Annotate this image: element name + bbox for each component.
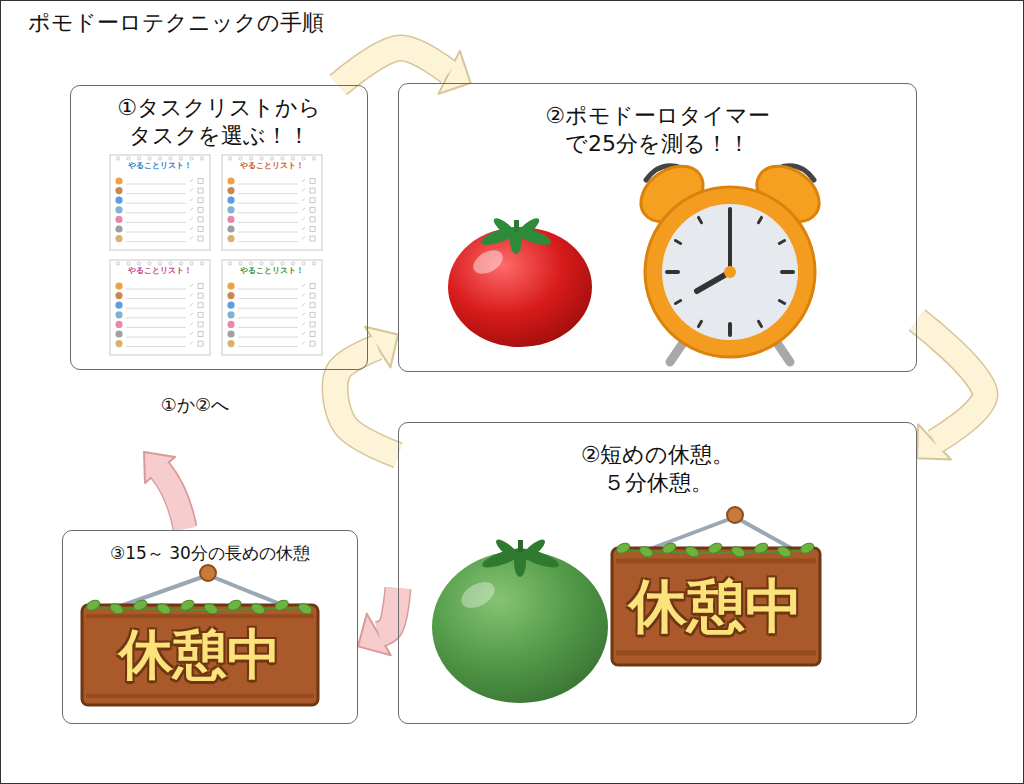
leaf — [132, 598, 148, 612]
leaf — [638, 545, 654, 559]
task-card — [222, 260, 322, 355]
arrow-outline — [379, 588, 398, 634]
leaf — [776, 545, 792, 559]
task-card — [222, 155, 322, 250]
rest-sign — [612, 507, 820, 665]
leaf — [85, 598, 101, 612]
list-title: やることリスト！ — [222, 161, 322, 171]
alarm-clock — [630, 155, 829, 362]
clock-tick — [667, 270, 678, 274]
leaf — [226, 598, 242, 612]
green-tomato — [432, 537, 608, 703]
task-card — [110, 260, 210, 355]
step-text: ①タスクリストから タスクを選ぶ！！ — [79, 94, 359, 149]
leaf — [250, 602, 266, 616]
clock-tick — [699, 321, 702, 326]
arrow-body — [379, 588, 398, 634]
step-text: ②短めの休憩。 ５分休憩。 — [548, 441, 768, 496]
arrow-outline — [338, 48, 449, 85]
tomato — [448, 215, 592, 347]
step-text: ③15～ 30分の長めの休憩 — [70, 543, 350, 564]
leaf — [661, 541, 677, 555]
step-box: ①タスクリストから タスクを選ぶ！！ — [70, 85, 368, 370]
sign-text: 休憩中 — [612, 573, 820, 640]
clock-tick — [779, 241, 784, 244]
return-arrow — [144, 452, 185, 529]
leaf — [615, 541, 631, 555]
clock-tick — [759, 217, 762, 222]
arrow-body — [338, 48, 449, 85]
flow-arrow — [358, 588, 398, 655]
leaf — [203, 602, 219, 616]
leaf — [799, 541, 815, 555]
list-title: やることリスト！ — [222, 266, 322, 276]
step-text: ②ポモドーロタイマー で25分を測る！！ — [508, 102, 808, 157]
leaf — [684, 545, 700, 559]
diagram-title: ポモドーロテクニックの手順 — [28, 10, 324, 36]
arrow-outline — [917, 320, 985, 442]
sign-text: 休憩中 — [82, 624, 318, 686]
leaf — [297, 602, 313, 616]
list-title: やることリスト！ — [110, 266, 210, 276]
leaf — [156, 602, 172, 616]
flow-arrow — [338, 48, 470, 94]
task-card — [110, 155, 210, 250]
clock-tick — [782, 270, 793, 274]
rest-sign — [82, 565, 318, 705]
clock-tick — [728, 324, 732, 335]
leaf — [273, 598, 289, 612]
clock-tick — [699, 217, 702, 222]
list-title: やることリスト！ — [110, 161, 210, 171]
arrow-body — [917, 320, 985, 442]
note-label: ①か②へ — [140, 394, 250, 417]
flow-arrow — [917, 320, 985, 459]
leaf — [730, 545, 746, 559]
task-list-picture — [110, 155, 322, 355]
arrow-body — [335, 347, 398, 455]
step-box: ②ポモドーロタイマー で25分を測る！！ — [398, 83, 917, 372]
clock-tick — [675, 241, 680, 244]
clock-tick — [779, 301, 784, 304]
clock-tick — [759, 321, 762, 326]
leaf — [753, 541, 769, 555]
leaf — [179, 598, 195, 612]
leaf — [108, 602, 124, 616]
clock-tick — [675, 301, 680, 304]
flow-arrow — [335, 327, 398, 455]
leaf — [707, 541, 723, 555]
